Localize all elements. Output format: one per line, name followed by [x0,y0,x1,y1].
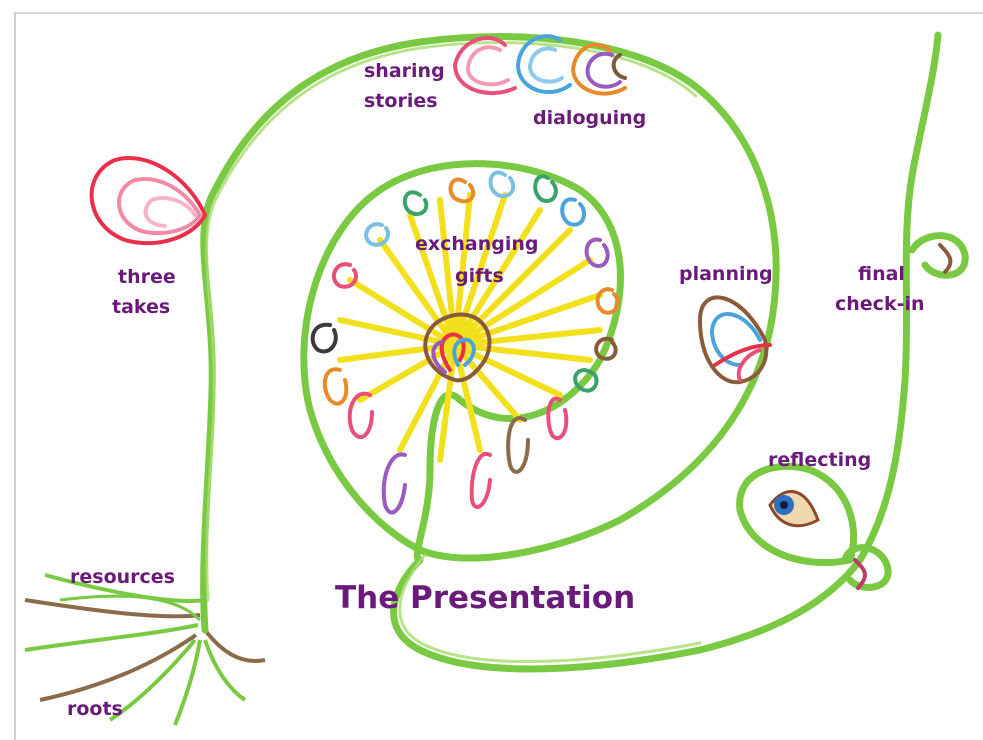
final-checkin-mark [940,245,950,272]
final-checkin-loop [912,236,965,276]
label-dialoguing: dialoguing [533,107,646,129]
label-roots: roots [67,698,123,720]
label-exchanging: exchanging [415,233,539,255]
planning-loop [700,297,770,382]
label-gifts: gifts [455,265,504,287]
root-strand [25,625,198,650]
label-sharing: sharing [364,60,445,82]
label-checkin: check-in [835,293,925,315]
label-resources: resources [70,566,175,588]
label-final: final [858,263,905,285]
label-stories: stories [364,90,438,112]
root-strand [25,600,200,616]
label-takes: takes [112,296,170,318]
label-three: three [118,266,176,288]
three-takes-loops [92,158,205,243]
label-reflecting: reflecting [768,449,871,471]
roots-group [25,575,265,725]
label-planning: planning [679,263,773,285]
diagram-title: The Presentation [335,580,635,616]
root-strand [175,640,200,725]
root-strand [205,630,265,661]
